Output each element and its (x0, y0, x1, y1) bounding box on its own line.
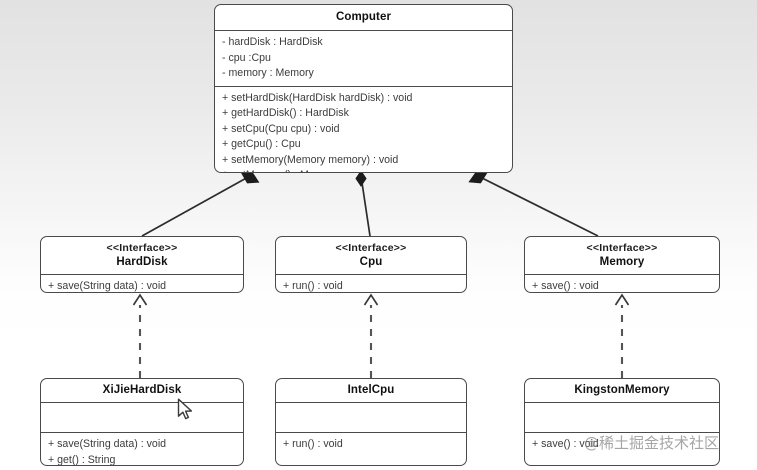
attributes-compartment-xijieharddisk (41, 403, 243, 432)
attributes-compartment-kingstonmemory (525, 403, 719, 432)
class-title-memory: <<Interface>> Memory (525, 237, 719, 274)
class-title-xijieharddisk: XiJieHardDisk (41, 379, 243, 402)
class-name-label: XiJieHardDisk (102, 384, 182, 396)
divider (41, 432, 243, 433)
divider (215, 30, 512, 31)
method-row: + save() : void (532, 280, 599, 292)
divider (41, 402, 243, 403)
method-row: + setHardDisk(HardDisk hardDisk) : void (222, 91, 413, 104)
stereotype-label: <<Interface>> (106, 242, 178, 254)
attributes-compartment-intelcpu (276, 403, 466, 432)
class-name-label: KingstonMemory (574, 384, 670, 396)
divider (525, 274, 719, 275)
class-name-label: HardDisk (116, 256, 168, 268)
methods-compartment-memory: + save() : void (525, 275, 719, 292)
hollow-triangle-marker (363, 293, 379, 306)
edge-computer-cpu (355, 170, 371, 237)
method-row: + getCpu() : Cpu (222, 138, 301, 150)
divider (525, 432, 719, 433)
attribute-row: - hardDisk : HardDisk (222, 36, 323, 48)
divider (215, 85, 512, 87)
methods-compartment-computer: + setHardDisk(HardDisk hardDisk) : void … (215, 87, 512, 173)
class-box-memory[interactable]: <<Interface>> Memory + save() : void (524, 236, 720, 293)
class-title-cpu: <<Interface>> Cpu (276, 237, 466, 274)
method-row: + save() : void (532, 438, 599, 450)
edge-xijieharddisk-harddisk (132, 293, 148, 378)
attribute-row: - cpu :Cpu (222, 51, 271, 64)
method-row: + save(String data) : void (48, 438, 167, 450)
methods-compartment-kingstonmemory: + save() : void (525, 433, 719, 457)
method-row: + setCpu(Cpu cpu) : void (222, 122, 340, 135)
class-name-label: Memory (599, 256, 645, 268)
method-row: + run() : void (283, 280, 343, 292)
class-box-kingstonmemory[interactable]: KingstonMemory + save() : void (524, 378, 720, 466)
attribute-row: - memory : Memory (222, 67, 314, 79)
divider (276, 432, 466, 433)
divider (276, 402, 466, 403)
methods-compartment-xijieharddisk: + save(String data) : void + get() : Str… (41, 433, 243, 466)
class-title-intelcpu: IntelCpu (276, 379, 466, 402)
method-row: + get() : String (48, 453, 116, 466)
divider (276, 274, 466, 275)
edge-computer-harddisk (141, 172, 260, 237)
hollow-triangle-marker (132, 293, 148, 306)
class-box-computer[interactable]: Computer - hardDisk : HardDisk - cpu :Cp… (214, 4, 513, 173)
stereotype-label: <<Interface>> (335, 242, 407, 254)
class-name-label: Cpu (359, 256, 383, 268)
methods-compartment-intelcpu: + run() : void (276, 433, 466, 457)
edge-kingstonmemory-memory (614, 293, 630, 378)
attributes-compartment-computer: - hardDisk : HardDisk - cpu :Cpu - memor… (215, 31, 512, 86)
class-box-harddisk[interactable]: <<Interface>> HardDisk + save(String dat… (40, 236, 244, 293)
class-box-cpu[interactable]: <<Interface>> Cpu + run() : void (275, 236, 467, 293)
divider (525, 402, 719, 403)
class-title-kingstonmemory: KingstonMemory (525, 379, 719, 402)
class-title-computer: Computer (215, 5, 512, 30)
stereotype-label: <<Interface>> (586, 242, 658, 254)
class-title-harddisk: <<Interface>> HardDisk (41, 237, 243, 274)
class-name-label: IntelCpu (347, 384, 395, 396)
filled-diamond-marker (355, 170, 367, 187)
class-box-intelcpu[interactable]: IntelCpu + run() : void (275, 378, 467, 466)
methods-compartment-harddisk: + save(String data) : void + get() : Str… (41, 275, 243, 292)
methods-compartment-cpu: + run() : void (276, 275, 466, 292)
hollow-triangle-marker (614, 293, 630, 306)
method-row: + run() : void (283, 438, 343, 450)
divider (41, 274, 243, 275)
edge-intelcpu-cpu (363, 293, 379, 378)
edge-computer-memory (468, 172, 599, 237)
class-box-xijieharddisk[interactable]: XiJieHardDisk + save(String data) : void… (40, 378, 244, 466)
class-name-label: Computer (335, 11, 392, 23)
method-row: + setMemory(Memory memory) : void (222, 153, 399, 166)
method-row: + getMemory() : Memory (222, 168, 512, 172)
method-row: + save(String data) : void (48, 280, 167, 292)
method-row: + getHardDisk() : HardDisk (222, 107, 349, 119)
